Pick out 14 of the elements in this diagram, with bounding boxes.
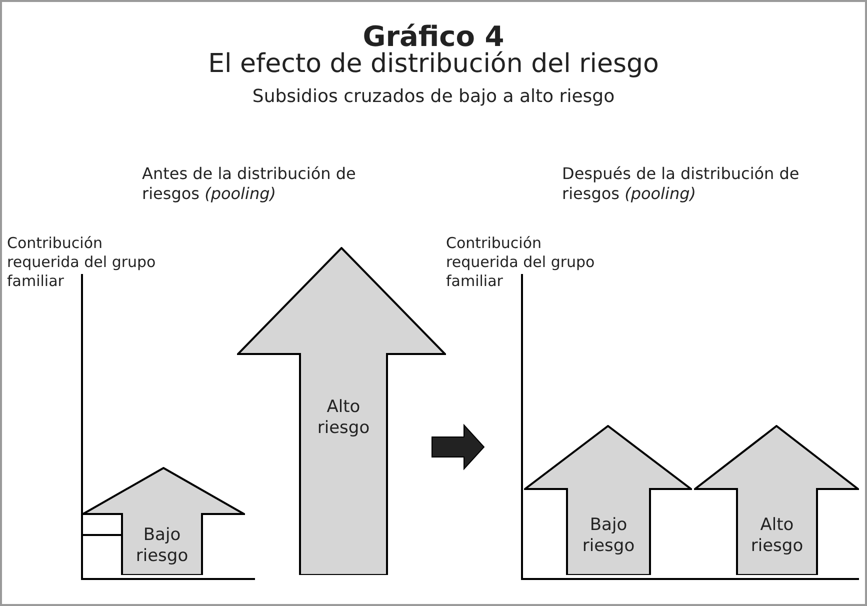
axis-label: Contribución requerida del grupo familiar [7,234,157,290]
chart-subtitle: El efecto de distribución del riesgo [207,48,660,80]
chart-subheading: Subsidios cruzados de bajo a alto riesgo [251,86,616,108]
arrow-label: Alto riesgo [316,397,371,439]
arrow-label: Alto riesgo [750,515,804,557]
up-arrow-shape [82,467,245,575]
up-arrow-shape [524,425,692,575]
up-arrow-shape [694,425,859,575]
panel-heading: Después de la distribución de riesgos (pooling) [562,164,800,204]
axis-label: Contribución requerida del grupo familiar [446,234,596,290]
arrow-label: Bajo riesgo [581,515,636,557]
up-arrow-shape [237,247,446,575]
panel-heading: Antes de la distribución de riesgos (pooling) [142,164,357,204]
arrow-label: Bajo riesgo [134,525,190,567]
